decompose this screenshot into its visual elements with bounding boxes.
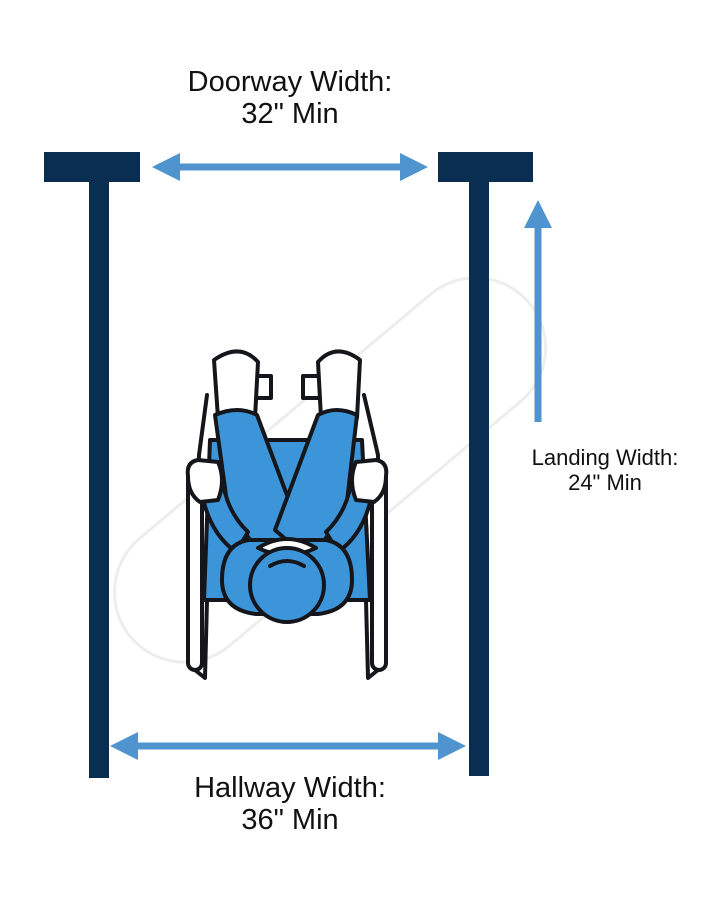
doorway-width-label: Doorway Width: 32" Min xyxy=(160,66,420,131)
wheelchair-user-figure xyxy=(185,349,389,680)
right-hallway-wall xyxy=(469,152,489,776)
landing-width-value: 24" Min xyxy=(568,469,642,495)
landing-width-label: Landing Width: 24" Min xyxy=(505,445,705,495)
hallway-width-label: Hallway Width: 36" Min xyxy=(160,772,420,837)
hallway-width-title: Hallway Width: xyxy=(194,772,386,804)
left-hallway-wall xyxy=(89,152,109,778)
hallway-width-value: 36" Min xyxy=(241,804,339,837)
landing-width-title: Landing Width: xyxy=(531,445,679,470)
doorway-width-value: 32" Min xyxy=(241,98,339,131)
doorway-width-title: Doorway Width: xyxy=(187,66,393,98)
